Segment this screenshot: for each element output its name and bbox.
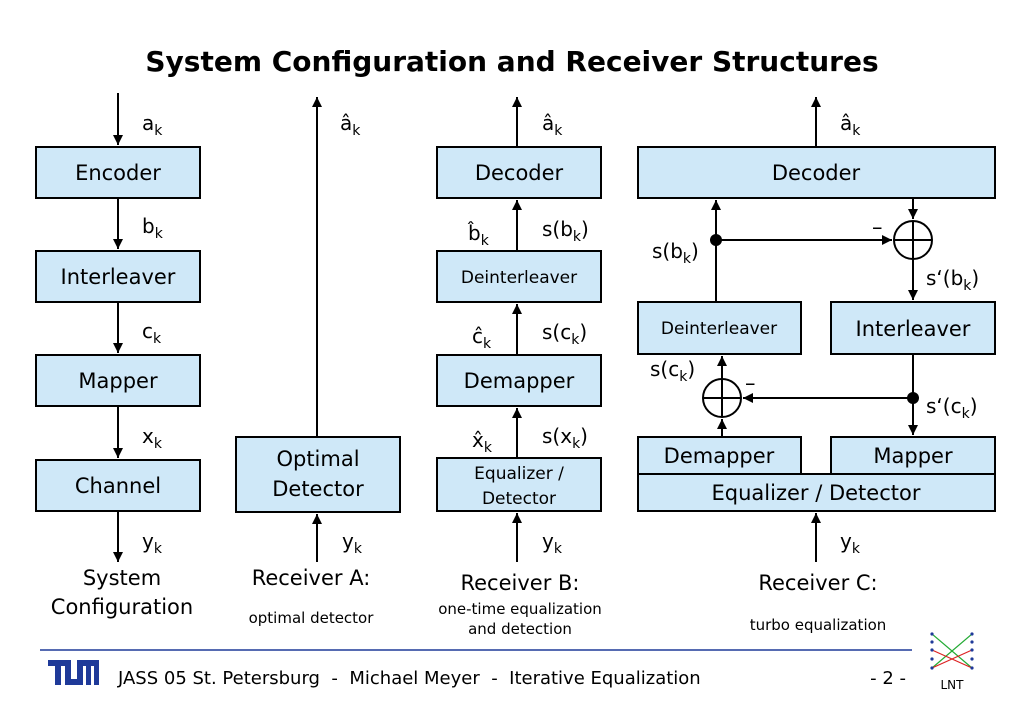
turbo-demapper-label: Demapper [664,444,775,468]
interleaver-label: Interleaver [61,265,176,289]
signal-x-k: xk [142,424,163,452]
minus-sign-c: – [745,371,756,395]
turbo-interleaver-label: Interleaver [856,317,971,341]
receiver-c: âk Decoder – s(bk) s‘(bk) Deinterleaver … [637,97,996,634]
signal-a-hat-k: âk [840,111,861,139]
optimal-detector-label-2: Detector [272,477,364,501]
encoder-label: Encoder [75,161,161,185]
signal-a-hat-k: âk [542,111,563,139]
mapper-block [35,354,201,407]
system-caption-line2: Configuration [51,595,193,619]
footer-text: JASS 05 St. Petersburg - Michael Meyer -… [117,668,701,689]
signal-b-hat-k: b̂k [468,221,490,249]
interleaver-block [35,250,201,303]
receiver-b-caption: Receiver B: [460,571,579,595]
channel-block [35,459,201,512]
lnt-logo: LNT [930,632,974,692]
channel-label: Channel [75,474,161,498]
signal-b-k: bk [142,214,164,242]
signal-y-k: yk [840,529,861,557]
receiver-b: âk Decoder b̂k s(bk) Deinterleaver ĉk s(… [436,97,602,638]
optimal-detector-block [235,436,401,513]
signal-y-k: yk [142,529,163,557]
minus-sign-b: – [872,215,883,239]
turbo-deinterleaver-block [637,301,802,355]
signal-x-hat-k: x̂k [472,428,493,456]
slide-title: System Configuration and Receiver Struct… [145,45,878,78]
page-number: - 2 - [870,668,906,689]
signal-s-x-k: s(xk) [542,424,588,452]
equalizer-label-1: Equalizer / [474,464,564,484]
receiver-a-subcaption: optimal detector [249,609,375,627]
turbo-deinterleaver-label: Deinterleaver [661,319,777,339]
optimal-detector-label-1: Optimal [276,447,359,471]
deinterleaver-block [436,250,602,303]
turbo-mapper-label: Mapper [873,444,953,468]
signal-s-b-k: s(bk) [652,239,699,267]
footer: JASS 05 St. Petersburg - Michael Meyer -… [40,632,974,692]
decoder-label: Decoder [475,161,564,185]
signal-s-b-k: s(bk) [542,217,589,245]
turbo-decoder-label: Decoder [772,161,861,185]
signal-y-k: yk [342,529,363,557]
turbo-interleaver-block [830,301,996,355]
system-caption-line1: System [83,566,161,590]
signal-s-prime-c-k: s‘(ck) [926,394,978,422]
receiver-c-subcaption: turbo equalization [750,616,887,634]
turbo-decoder-block [637,146,996,199]
receiver-a-caption: Receiver A: [252,566,371,590]
demapper-label: Demapper [464,369,575,393]
receiver-b-subcaption-2: and detection [468,620,572,638]
demapper-block [436,354,602,407]
receiver-c-caption: Receiver C: [758,571,877,595]
turbo-equalizer-block [637,473,996,512]
system-configuration: ak Encoder bk Interleaver ck Mapper xk C… [35,93,201,619]
signal-c-hat-k: ĉk [472,324,492,352]
signal-s-prime-b-k: s‘(bk) [926,266,979,294]
lnt-logo-text: LNT [941,678,965,692]
mapper-label: Mapper [78,369,158,393]
signal-s-c-k: s(ck) [542,320,587,348]
signal-a-hat-k: âk [340,111,361,139]
signal-c-k: ck [142,319,162,347]
signal-s-c-k: s(ck) [650,357,695,385]
equalizer-label-2: Detector [482,489,556,509]
receiver-a: âk Optimal Detector yk Receiver A: optim… [235,97,401,627]
tum-logo [48,660,99,685]
decoder-block [436,146,602,199]
turbo-equalizer-label: Equalizer / Detector [712,481,921,505]
signal-y-k: yk [542,529,563,557]
equalizer-detector-block [436,457,602,512]
deinterleaver-label: Deinterleaver [461,268,577,288]
receiver-b-subcaption-1: one-time equalization [438,600,602,618]
signal-a-k: ak [142,111,163,139]
